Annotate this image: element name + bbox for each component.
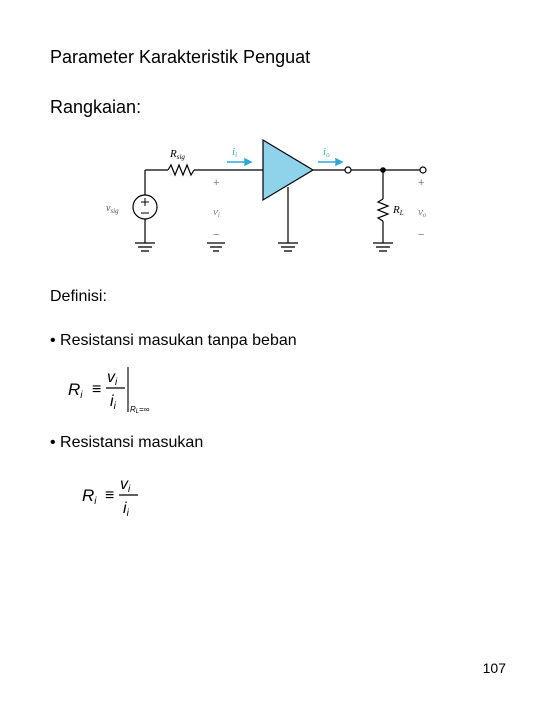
formula1-numerator: vi [107,369,118,388]
definition-heading: Definisi: [50,288,107,305]
formula2-numerator: vi [120,476,131,495]
formula2-equiv: ≡ [105,487,114,504]
input-minus-sign: − [213,229,219,241]
load-resistor-zigzag [376,198,390,222]
formula1-equiv: ≡ [92,381,101,398]
formula-input-resistance: Ri ≡ vi ii [82,476,138,519]
formula2-denominator: ii [123,500,130,519]
slide-title: Parameter Karakteristik Penguat [50,47,311,67]
formula1-denominator: ii [110,393,117,412]
formula1-lhs: Ri [68,380,83,401]
amplifier-triangle [262,138,315,202]
bullet-input-resistance-no-load: • Resistansi masukan tanpa beban [50,332,297,349]
output-current-label: io [323,146,330,159]
formula-input-resistance-no-load: Ri ≡ vi ii RL=∞ [68,367,150,415]
formula2-lhs: Ri [82,486,97,507]
input-current-label: ii [232,146,237,159]
load-resistor-label: RL [392,204,404,217]
output-terminal [344,166,352,174]
output-minus-sign: − [418,229,424,241]
output-voltage-label: vo [418,206,427,219]
input-plus-sign: + [213,177,219,189]
circuit-heading: Rangkaian: [50,97,142,117]
input-voltage-label: vi [213,206,220,219]
output-terminal-right [419,166,427,174]
amplifier-circuit-diagram: Rsig ii io vsig vi RL vo + − + − [106,138,427,252]
source-voltage-label: vsig [106,203,119,215]
bullet-input-resistance: • Resistansi masukan [50,434,204,451]
formula1-condition: RL=∞ [130,405,150,415]
source-resistor-label: Rsig [169,148,185,161]
source-resistor-zigzag [167,163,195,177]
page-number: 107 [482,660,506,676]
ground-symbols [135,242,393,252]
output-plus-sign: + [418,177,424,189]
